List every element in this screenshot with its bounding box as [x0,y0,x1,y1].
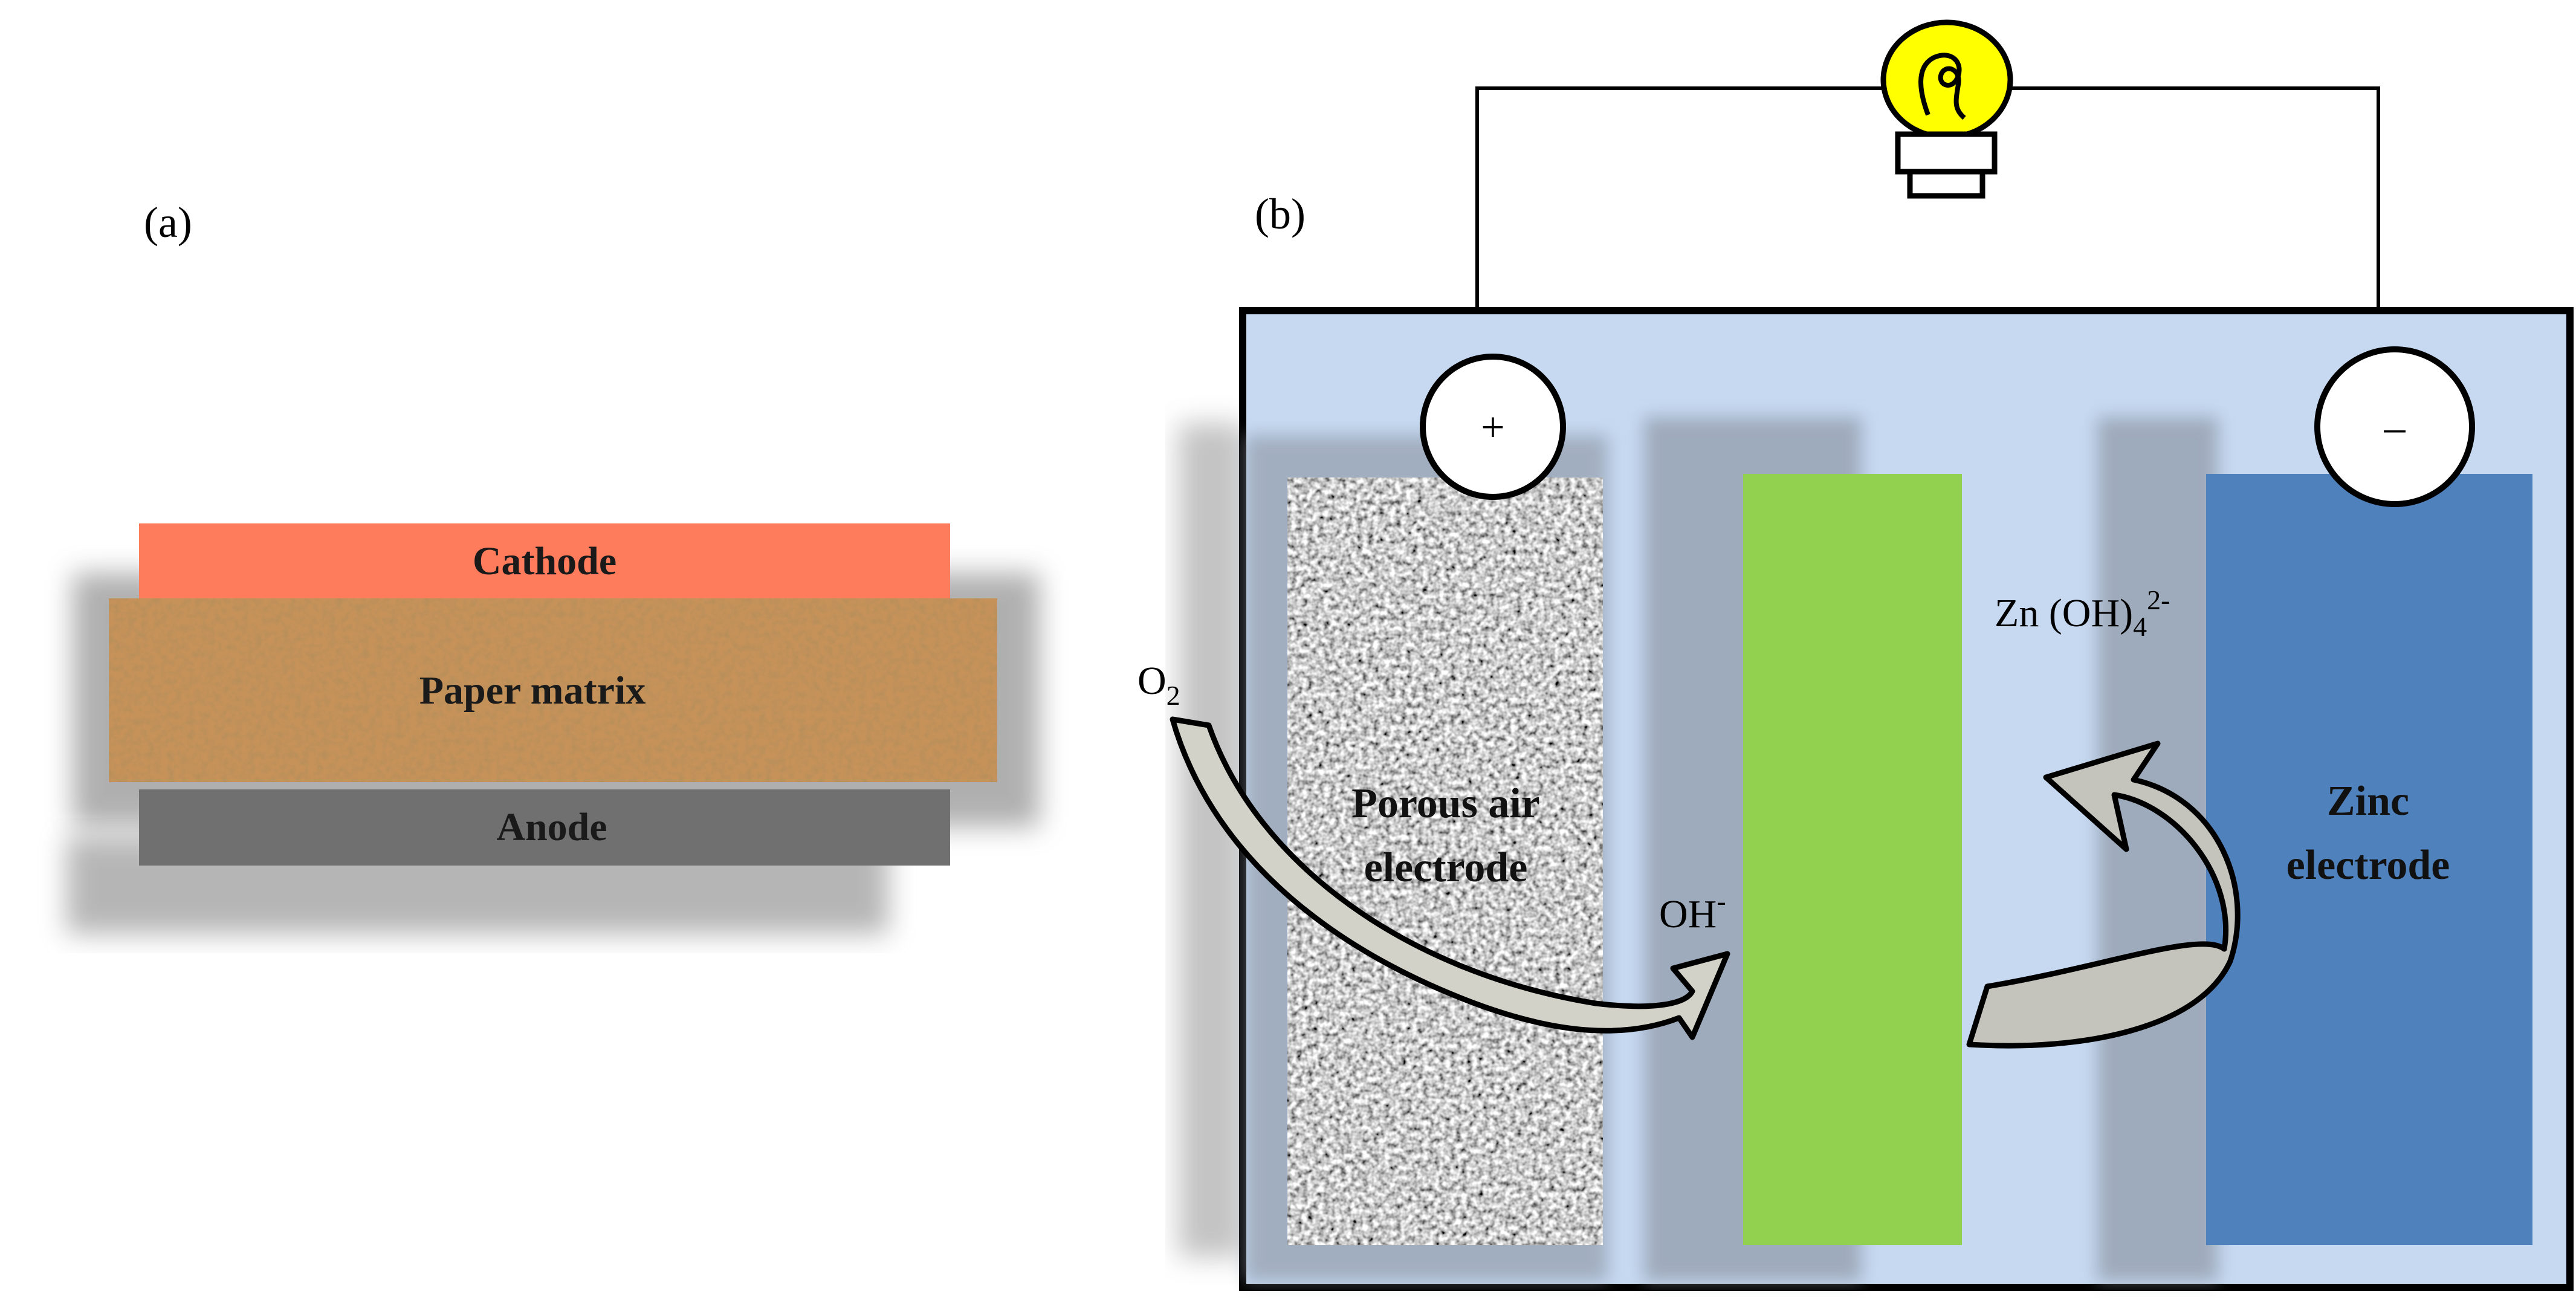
hydroxide-species-label: OH- [1659,885,1726,936]
negative-terminal-sign: – [2384,404,2406,451]
oxygen-symbol: O [1138,659,1167,703]
hydroxide-superscript: - [1717,885,1726,916]
zinc-electrode [2206,474,2532,1245]
zincate-symbol: Zn (OH) [1995,591,2133,635]
separator-membrane [1743,474,1962,1245]
light-bulb-icon [1880,19,2013,199]
paper-matrix-label: Paper matrix [419,669,646,713]
positive-terminal: + [1420,354,1566,500]
oxygen-to-hydroxide-arrow-icon [1170,716,1730,1040]
zincate-superscript: 2- [2147,584,2170,615]
panel-a-label: (a) [144,198,192,247]
negative-terminal: – [2314,346,2475,507]
panel-b-label: (b) [1255,190,1306,238]
zinc-electrode-label-line2: electrode [2286,842,2450,889]
porous-air-electrode-texture [1287,478,1603,1245]
paper-matrix-texture [109,598,997,782]
zinc-to-zincate-arrow-icon [1966,740,2241,1049]
air-electrode-label-line2: electrode [1364,844,1528,891]
oxygen-subscript: 2 [1167,680,1180,711]
anode-layer [139,789,950,866]
zincate-species-label: Zn (OH)42- [1995,584,2170,642]
cathode-label: Cathode [473,539,616,583]
panel-a: (a) Cathode Anode Paper matrix [66,198,1040,934]
zincate-subscript: 4 [2133,611,2147,642]
zinc-electrode-label-line1: Zinc [2327,778,2409,824]
oxygen-species-label: O2 [1138,659,1180,711]
anode-label: Anode [496,805,607,849]
panel-b: (b) Porous air electrode Zinc electrode [1138,19,2574,1291]
cathode-layer [139,523,950,603]
air-electrode-label-line1: Porous air [1351,780,1540,827]
hydroxide-symbol: OH [1659,892,1717,936]
positive-terminal-sign: + [1481,404,1504,451]
